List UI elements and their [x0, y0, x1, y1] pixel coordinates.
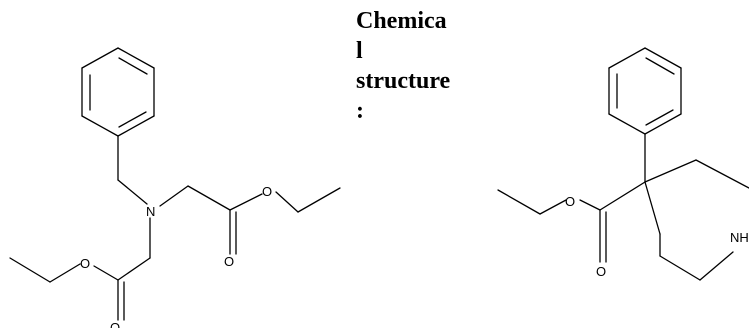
chemical-structure-heading: Chemica l structure :: [356, 6, 496, 126]
heading-line: :: [356, 98, 364, 124]
nh-group-label: NH: [730, 230, 749, 245]
oxygen-atom-label: O: [262, 184, 272, 199]
oxygen-atom-label: O: [596, 264, 606, 279]
left-benzene-ring: [81, 47, 155, 137]
nitrogen-atom-label: N: [146, 204, 155, 219]
oxygen-atom-label: O: [224, 254, 234, 269]
oxygen-atom-label: O: [110, 320, 120, 328]
oxygen-atom-label: O: [80, 256, 90, 271]
right-benzene-ring: [608, 47, 682, 135]
left-bonds: [9, 135, 341, 321]
right-bonds: [497, 133, 749, 281]
heading-line: structure: [356, 68, 451, 94]
heading-line: l: [356, 38, 363, 64]
oxygen-atom-label: O: [565, 194, 575, 209]
heading-line: Chemica: [356, 8, 447, 34]
